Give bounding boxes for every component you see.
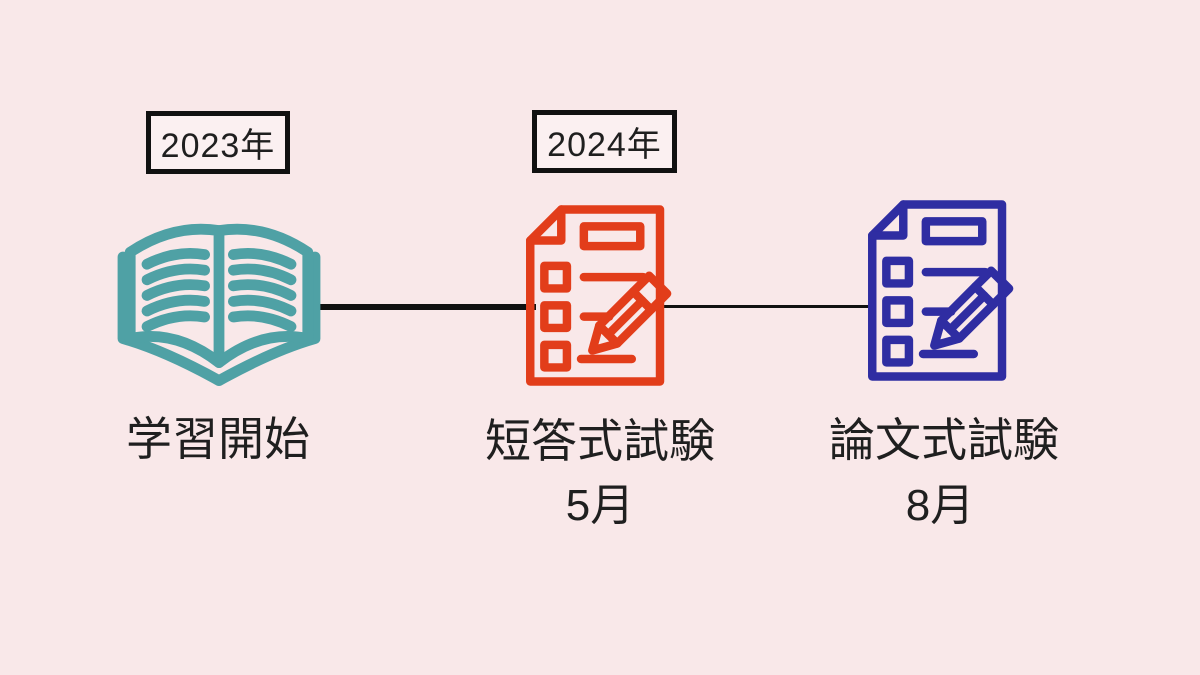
connector-line-2 xyxy=(658,305,872,308)
connector-line-1 xyxy=(312,304,536,310)
milestone-label-study-start: 学習開始 xyxy=(126,413,310,465)
year-box-2023: 2023年 xyxy=(146,111,290,174)
milestone-label-essay-exam: 論文式試験 xyxy=(829,414,1059,466)
year-label-2024: 2024年 xyxy=(547,126,662,164)
exam-checklist-pencil-icon xyxy=(868,200,1014,381)
month-label-may: 5月 xyxy=(565,481,635,530)
year-box-2024: 2024年 xyxy=(532,110,677,173)
month-label-august: 8月 xyxy=(905,481,975,530)
exam-checklist-pencil-icon xyxy=(526,205,672,386)
open-book-icon xyxy=(117,223,321,386)
year-label-2023: 2023年 xyxy=(160,127,276,165)
milestone-label-short-answer-exam: 短答式試験 xyxy=(485,415,715,467)
